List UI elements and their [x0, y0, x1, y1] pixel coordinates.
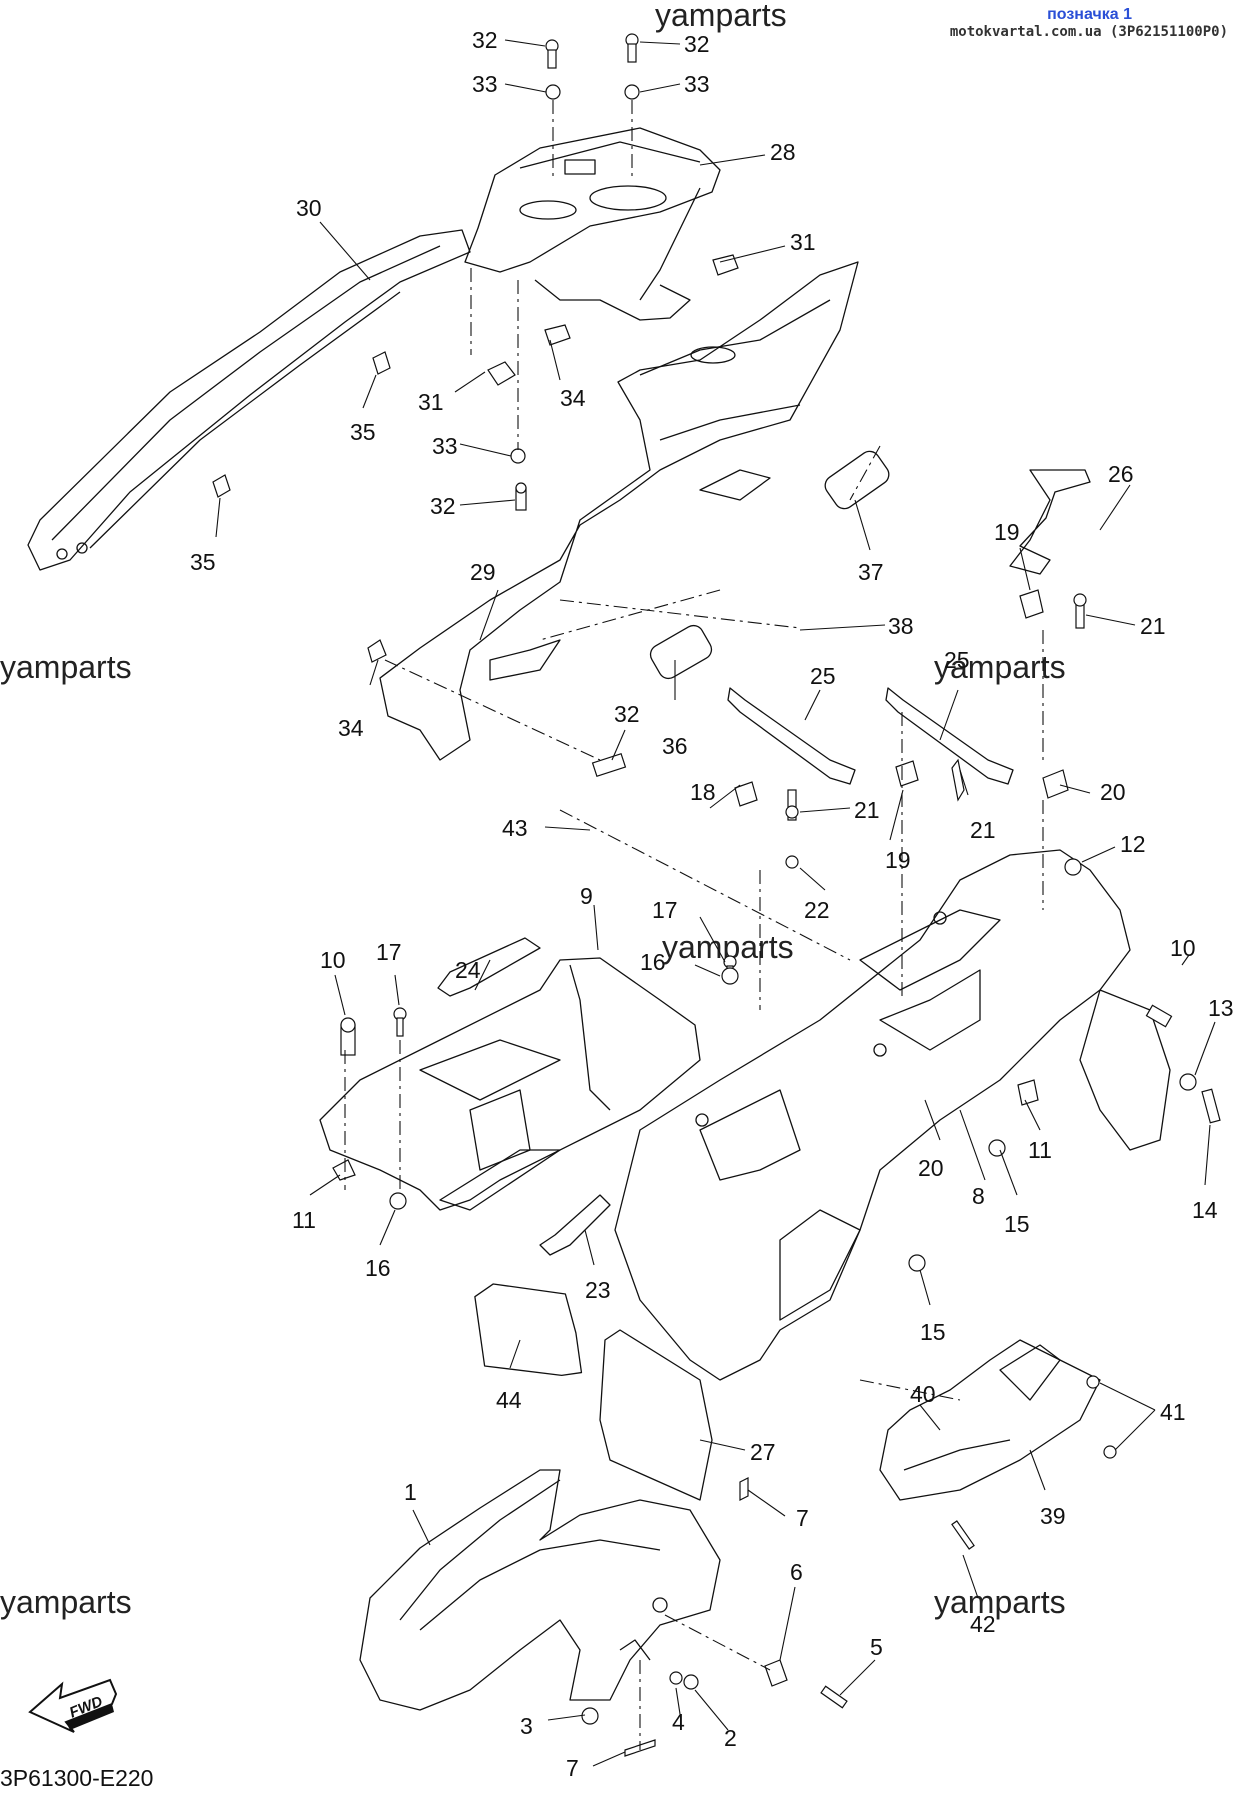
callout-9: 9	[580, 883, 593, 909]
callout-33: 33	[472, 71, 498, 97]
callout-41: 41	[1160, 1399, 1186, 1425]
callout-28: 28	[770, 139, 796, 165]
callout-26: 26	[1108, 461, 1134, 487]
callout-30: 30	[296, 195, 322, 221]
header: позначка 1 motokvartal.com.ua (3P6215110…	[950, 6, 1228, 40]
watermark-right-mid: yamparts	[934, 649, 1066, 685]
callout-33: 33	[432, 433, 458, 459]
callout-7: 7	[796, 1505, 809, 1531]
callout-27: 27	[750, 1439, 776, 1465]
callout-1: 1	[404, 1479, 417, 1505]
callout-42: 42	[970, 1611, 996, 1637]
callout-2: 2	[724, 1725, 737, 1751]
callout-21: 21	[854, 797, 880, 823]
header-label: позначка 1	[1047, 6, 1132, 23]
callout-38: 38	[888, 613, 914, 639]
callout-19: 19	[885, 847, 911, 873]
callout-14: 14	[1192, 1197, 1218, 1223]
callout-16: 16	[365, 1255, 391, 1281]
watermark-right-bottom: yamparts	[934, 1584, 1066, 1620]
callout-35: 35	[350, 419, 376, 445]
callout-8: 8	[972, 1183, 985, 1209]
callouts: 32 33 32 33 28 30 31 35 31 34 33 32 35 3…	[190, 27, 1234, 1781]
callout-3: 3	[520, 1713, 533, 1739]
part-26-strap	[1009, 469, 1091, 575]
callout-40: 40	[910, 1381, 936, 1407]
callout-33: 33	[684, 71, 710, 97]
callout-6: 6	[790, 1559, 803, 1585]
part-25-strap-b	[885, 687, 1014, 785]
callout-15: 15	[920, 1319, 946, 1345]
fwd-arrow-icon: FWD	[28, 1678, 118, 1733]
callout-18: 18	[690, 779, 716, 805]
part-25-strap-a	[727, 687, 856, 785]
assembly-lines	[344, 100, 1044, 1750]
callout-11: 11	[1028, 1137, 1052, 1163]
callout-13: 13	[1208, 995, 1234, 1021]
part-36-gasket	[649, 624, 713, 680]
callout-32: 32	[472, 27, 498, 53]
part-39-tail-light	[879, 1339, 1101, 1501]
part-9-battery-box	[319, 957, 701, 1211]
callout-32: 32	[614, 701, 640, 727]
callout-32: 32	[684, 31, 710, 57]
callout-17: 17	[652, 897, 678, 923]
callout-32: 32	[430, 493, 456, 519]
part-24-strap	[437, 937, 541, 997]
callout-36: 36	[662, 733, 688, 759]
part-30-rail	[27, 229, 471, 571]
watermark-left-mid: yamparts	[0, 649, 132, 685]
callout-10: 10	[320, 947, 346, 973]
callout-34: 34	[560, 385, 586, 411]
callout-10: 10	[1170, 935, 1196, 961]
callout-20: 20	[1100, 779, 1126, 805]
callout-4: 4	[672, 1709, 685, 1735]
callout-16: 16	[640, 949, 666, 975]
part-23-strap	[539, 1194, 611, 1256]
callout-44: 44	[496, 1387, 522, 1413]
callout-31: 31	[418, 389, 444, 415]
callout-21: 21	[970, 817, 996, 843]
callout-34: 34	[338, 715, 364, 741]
callout-24: 24	[455, 957, 481, 983]
watermark-left-bottom: yamparts	[0, 1584, 132, 1620]
callout-23: 23	[585, 1277, 611, 1303]
callout-21: 21	[1140, 613, 1166, 639]
diagram-code: 3P61300-E220	[0, 1765, 154, 1791]
callout-35: 35	[190, 549, 216, 575]
callout-19: 19	[994, 519, 1020, 545]
part-1-front-fender	[359, 1469, 721, 1711]
callout-37: 37	[858, 559, 884, 585]
callout-31: 31	[790, 229, 816, 255]
callout-7: 7	[566, 1755, 579, 1781]
watermark-top: yamparts	[655, 0, 787, 33]
callout-39: 39	[1040, 1503, 1066, 1529]
part-44-plate	[474, 1283, 583, 1376]
callout-25: 25	[944, 647, 970, 673]
callout-17: 17	[376, 939, 402, 965]
callout-25: 25	[810, 663, 836, 689]
callout-5: 5	[870, 1634, 883, 1660]
callout-43: 43	[502, 815, 528, 841]
callout-12: 12	[1120, 831, 1146, 857]
part-27-flap	[599, 1329, 713, 1501]
callout-20: 20	[918, 1155, 944, 1181]
callout-11: 11	[292, 1207, 316, 1233]
part-29-side-cover	[379, 261, 859, 761]
leader-lines	[215, 39, 1216, 1767]
part-37-gasket	[824, 450, 890, 510]
hardware	[212, 33, 1221, 1757]
part-28-rear-cowl	[464, 127, 721, 321]
callout-22: 22	[804, 897, 830, 923]
callout-29: 29	[470, 559, 496, 585]
callout-15: 15	[1004, 1211, 1030, 1237]
header-source: motokvartal.com.ua (3P62151100P0)	[949, 24, 1228, 40]
